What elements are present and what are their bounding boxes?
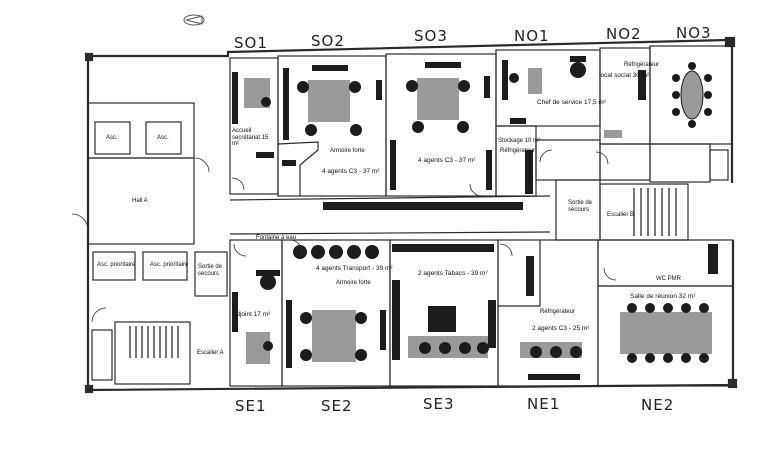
se1-furniture [232, 270, 280, 364]
no1-furniture [502, 56, 586, 194]
no3-furniture [672, 62, 712, 128]
ne1-furniture [520, 256, 582, 380]
zone-label-no1: NO1 [514, 27, 550, 45]
room-label-asc-prioritaire-1: Asc. prioritaire [97, 262, 136, 268]
corridor-cabinets [323, 202, 523, 210]
central-corridor [229, 195, 551, 235]
room-label-fontaine: Fontaine à eau [256, 235, 297, 241]
zone-label-ne1: NE1 [527, 395, 561, 413]
so1-furniture [232, 72, 274, 158]
zone-label-so1: SO1 [234, 34, 268, 52]
so2-furniture [282, 65, 382, 166]
so3-furniture [390, 62, 492, 190]
room-no3 [649, 45, 733, 183]
no2-furniture [604, 70, 646, 138]
se2-furniture [286, 245, 386, 368]
room-label-so1-office: Accueil secrétariat 15 m² [232, 128, 269, 148]
zone-label-se2: SE2 [321, 397, 353, 415]
door-swings [71, 149, 617, 323]
room-label-asc-2: Asc. [157, 135, 169, 141]
zone-label-no3: NO3 [676, 24, 712, 42]
zone-label-so3: SO3 [414, 27, 448, 45]
room-label-escalier-b: Escalier B [607, 212, 635, 218]
room-label-escalier-a: Escalier A [197, 350, 224, 356]
se3-furniture [392, 244, 496, 360]
room-label-so3-office: 4 agents C3 - 37 m² [418, 157, 476, 164]
room-label-asc-1: Asc. [106, 135, 118, 141]
room-label-sortie-secours-right: Sortie de secours [568, 200, 593, 213]
ne2-furniture [620, 244, 718, 363]
zone-label-so2: SO2 [311, 32, 345, 50]
room-label-so2-armoire: Armoire forte [330, 148, 365, 154]
room-label-se1-office: Adjoint 17 m² [232, 311, 271, 318]
north-arrow-icon [183, 14, 205, 26]
room-label-se3-office: 2 agents Tabacs - 39 m² [418, 270, 488, 277]
zone-label-no2: NO2 [606, 25, 642, 43]
room-label-ne2-reunion: Salle de réunion 32 m² [630, 293, 696, 300]
room-label-sortie-secours-left: Sortie de secours [198, 264, 223, 277]
stair-a-treads [129, 326, 179, 358]
room-label-asc-prioritaire-2: Asc. prioritaire [150, 262, 189, 268]
room-label-ne1-office: 2 agents C3 - 25 m² [532, 325, 590, 332]
room-label-no2-local: local social 30 m² [599, 72, 650, 79]
room-label-wc: WC PMR [656, 276, 681, 282]
room-label-hall: Hall A [132, 198, 148, 204]
stair-b-treads [633, 188, 677, 236]
room-label-no1-refrig: Réfrigérateur [500, 148, 536, 154]
zone-label-se1: SE1 [235, 397, 267, 415]
room-label-no1-stockage: Stockage 10 m² [498, 138, 541, 144]
room-label-se2-armoire: Armoire forte [336, 280, 371, 286]
room-label-no1-chef: Chef de service 17,5 m² [537, 99, 607, 106]
room-label-no2-refrig: Réfrigérateur [624, 62, 660, 68]
room-label-ne1-refrig: Réfrigérateur [540, 309, 576, 315]
zone-label-se3: SE3 [423, 395, 455, 413]
left-core [87, 102, 228, 385]
room-label-so2-office: 4 agents C3 - 37 m² [322, 168, 380, 175]
room-label-se2-office: 4 agents Transport - 39 m² [316, 265, 393, 272]
room-so3 [385, 53, 497, 197]
zone-label-ne2: NE2 [641, 396, 675, 414]
room-ne2 [597, 239, 734, 387]
